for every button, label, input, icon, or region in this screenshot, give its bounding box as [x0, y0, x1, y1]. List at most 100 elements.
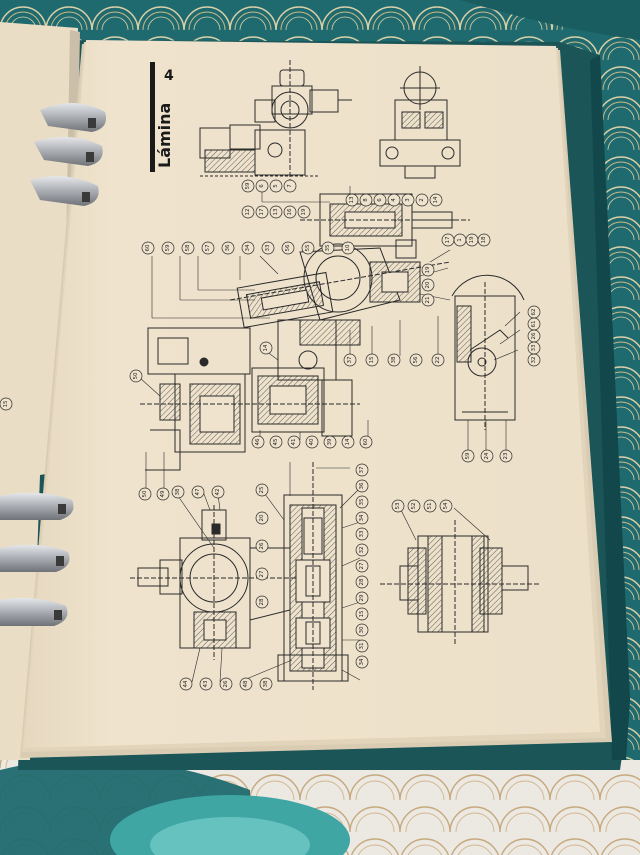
callout-number: 47: [195, 488, 201, 495]
callout-circle: [407, 499, 421, 513]
callout-lower-row-6: 60: [359, 435, 373, 449]
callout-circle: [365, 353, 379, 367]
callout-number: 32: [531, 357, 537, 364]
callout-number: 53: [395, 502, 401, 509]
callout-left-labels-1: 50: [129, 369, 143, 383]
callout-number: 39: [327, 438, 333, 445]
assembly-middle: [229, 243, 451, 381]
callout-bottom-center-right-4: 33: [355, 527, 369, 541]
callout-number: 27: [259, 570, 265, 577]
callout-bottom-center-right-9: 15: [355, 607, 369, 621]
callout-bottom-center-left-0: 25: [255, 483, 269, 497]
motor-left: [140, 327, 360, 471]
callout-number: 59: [245, 182, 251, 189]
callout-bottom-top-left-1: 47: [191, 485, 205, 499]
callout-top-row-2: 5: [269, 179, 283, 193]
callout-number: 45: [273, 438, 279, 445]
callout-number: 8: [363, 198, 369, 202]
callout-number: 26: [223, 680, 229, 687]
assembly-top-right: [379, 66, 461, 179]
callout-circle: [359, 193, 373, 207]
callout-circle: [355, 479, 369, 493]
callout-number: 56: [413, 356, 419, 363]
callout-mid-lower-row-3: 56: [409, 353, 423, 367]
callout-circle: [477, 233, 491, 247]
assembly-bottom-right: [380, 520, 540, 645]
callout-number: 6: [377, 198, 383, 202]
callout-circle: [156, 487, 170, 501]
callout-middle-row-9: 35: [321, 241, 335, 255]
callout-number: 16: [287, 208, 293, 215]
callout-number: 6: [259, 184, 265, 188]
callout-circle: [391, 499, 405, 513]
callout-circle: [255, 567, 269, 581]
callout-number: 52: [411, 503, 417, 510]
callout-number: 14: [433, 196, 439, 203]
callout-circle: [355, 607, 369, 621]
callout-number: 17: [259, 208, 265, 215]
callout-circle: [359, 435, 373, 449]
callout-left-col-0: 50: [138, 487, 152, 501]
callout-circle: [255, 539, 269, 553]
callout-circle: [439, 499, 453, 513]
assembly-bottom-left: [130, 505, 300, 660]
callout-mid-lower-row-1: 15: [365, 353, 379, 367]
callout-circle: [259, 677, 273, 691]
callout-right-dial-3: 33: [527, 341, 541, 355]
callout-middle-row-0: 60: [141, 241, 155, 255]
callout-bottom-right-group-3: 54: [439, 499, 453, 513]
callout-number: 38: [175, 488, 181, 495]
callout-number: 36: [225, 244, 231, 251]
callout-number: 55: [305, 244, 311, 251]
callout-number: 4: [391, 198, 397, 202]
plate-label: Lámina: [155, 103, 174, 168]
callout-right-bottom-2: 23: [499, 449, 513, 463]
callout-circle: [355, 463, 369, 477]
callout-upper-right-row-1: 8: [359, 193, 373, 207]
callout-bottom-top-left-2: 42: [211, 485, 225, 499]
callout-upper-left-stack-1: 17: [255, 205, 269, 219]
callout-circle: [423, 499, 437, 513]
callout-bottom-center-right-1: 36: [355, 479, 369, 493]
callout-number: 18: [481, 236, 487, 243]
callout-circle: [269, 179, 283, 193]
callout-number: 51: [427, 503, 433, 510]
callout-bottom-center-left-3: 27: [255, 567, 269, 581]
callout-circle: [387, 193, 401, 207]
callout-bottom-top-left-0: 38: [171, 485, 185, 499]
callout-circle: [191, 485, 205, 499]
callout-bottom-center-left-4: 28: [255, 595, 269, 609]
callout-circle: [431, 353, 445, 367]
callout-circle: [251, 435, 265, 449]
callout-number: 54: [443, 502, 449, 509]
callout-number: 1: [457, 238, 463, 242]
callout-circle: [355, 543, 369, 557]
callout-number: 30: [359, 626, 365, 633]
callout-circle: [527, 353, 541, 367]
callout-circle: [181, 241, 195, 255]
callout-circle: [141, 241, 155, 255]
callout-number: 31: [359, 643, 365, 650]
callout-number: 13: [349, 196, 355, 203]
callout-middle-row-10: 10: [341, 241, 355, 255]
callout-number: 37: [359, 466, 365, 473]
callout-right-bottom-1: 24: [480, 449, 494, 463]
callout-number: 49: [160, 490, 166, 497]
callout-number: 28: [359, 578, 365, 585]
callout-number: 56: [285, 244, 291, 251]
callout-middle-row-8: 55: [301, 241, 315, 255]
callout-upper-left-stack-3: 16: [283, 205, 297, 219]
callout-number: 13: [273, 208, 279, 215]
callout-mid-lower-row-4: 22: [431, 353, 445, 367]
callout-circle: [211, 485, 225, 499]
callout-number: 42: [215, 489, 221, 496]
callout-circle: [301, 241, 315, 255]
callout-bottom-row-3: 48: [239, 677, 253, 691]
callout-number: 20: [259, 514, 265, 521]
callout-circle: [287, 435, 301, 449]
spiral-rings-top: [30, 102, 107, 206]
callout-middle-row-6: 33: [261, 241, 275, 255]
callout-bottom-right-group-2: 51: [423, 499, 437, 513]
callout-circle: [415, 193, 429, 207]
